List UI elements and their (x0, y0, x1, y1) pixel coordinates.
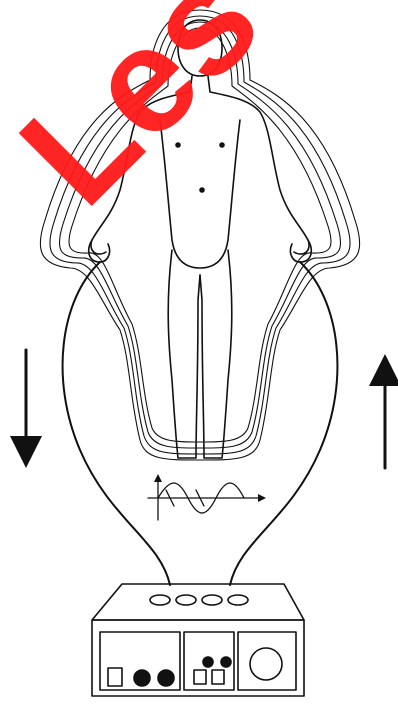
sine-wave-icon (148, 474, 266, 520)
right-cable (230, 262, 337, 585)
down-arrow-icon (10, 350, 42, 468)
left-cable (63, 262, 170, 585)
up-arrow-icon (369, 354, 398, 468)
device-icon (92, 584, 304, 696)
